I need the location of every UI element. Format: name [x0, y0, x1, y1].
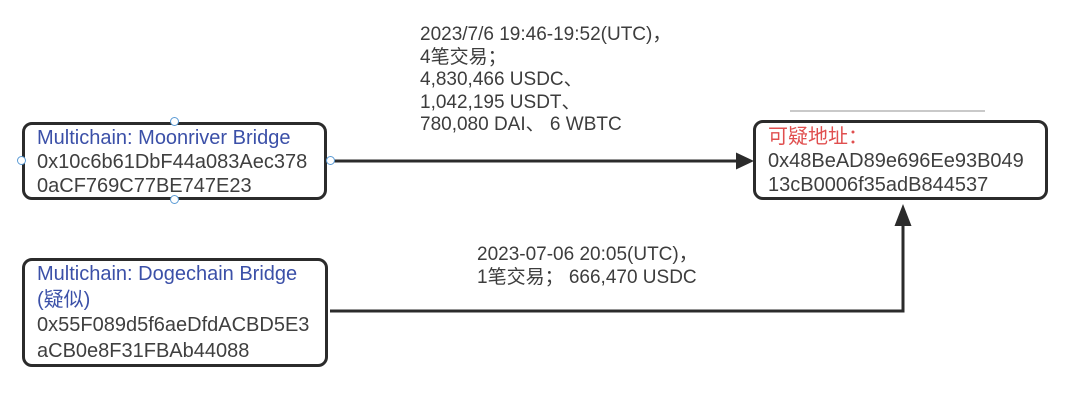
edge-label-line: 780,080 DAI、 6 WBTC	[420, 114, 622, 135]
edge-dogechain-to-suspicious[interactable]	[330, 204, 912, 313]
cropped-artifact-line	[790, 110, 985, 112]
node-address-line1: 0x48BeAD89e696Ee93B049	[768, 150, 1024, 172]
selection-handle-bottom[interactable]	[170, 195, 179, 204]
edge-label-moonriver-transfers[interactable]: 2023/7/6 19:46-19:52(UTC)， 4笔交易； 4,830,4…	[420, 24, 671, 137]
node-moonriver-bridge[interactable]: Multichain: Moonriver Bridge 0x10c6b61Db…	[22, 122, 327, 200]
arrow-line	[330, 224, 905, 313]
node-address-line2: 0aCF769C77BE747E23	[37, 175, 252, 197]
arrowhead-up-icon	[894, 204, 912, 226]
node-address-line1: 0x55F089d5f6aeDfdACBD5E3	[37, 314, 310, 336]
edge-label-line: 2023/7/6 19:46-19:52(UTC)，	[420, 24, 672, 45]
selection-handle-right[interactable]	[326, 156, 335, 165]
selection-handle-top[interactable]	[170, 117, 179, 126]
node-address-line2: 13cB0006f35adB844537	[768, 174, 989, 196]
arrowhead-right-icon	[736, 152, 754, 170]
node-subtitle: (疑似)	[37, 288, 91, 311]
node-title: Multichain: Dogechain Bridge	[37, 263, 298, 285]
edge-label-dogechain-transfer[interactable]: 2023-07-06 20:05(UTC)， 1笔交易； 666,470 USD…	[477, 244, 698, 289]
node-suspicious-address[interactable]: 可疑地址： 0x48BeAD89e696Ee93B049 13cB0006f35…	[753, 120, 1048, 200]
edge-label-line: 2023-07-06 20:05(UTC)，	[477, 244, 698, 265]
node-dogechain-bridge[interactable]: Multichain: Dogechain Bridge (疑似) 0x55F0…	[22, 258, 328, 367]
node-title: Multichain: Moonriver Bridge	[37, 127, 291, 149]
node-title: 可疑地址：	[768, 126, 868, 148]
edge-label-line: 1笔交易； 666,470 USDC	[477, 266, 697, 288]
edge-label-line: 4笔交易；	[420, 46, 507, 68]
edge-moonriver-to-suspicious[interactable]	[331, 152, 754, 170]
edge-label-line: 4,830,466 USDC、	[420, 69, 583, 90]
edge-label-line: 1,042,195 USDT、	[420, 91, 581, 113]
selection-handle-left[interactable]	[17, 156, 26, 165]
node-address-line2: aCB0e8F31FBAb44088	[37, 339, 250, 362]
node-address-line1: 0x10c6b61DbF44a083Aec378	[37, 151, 308, 173]
